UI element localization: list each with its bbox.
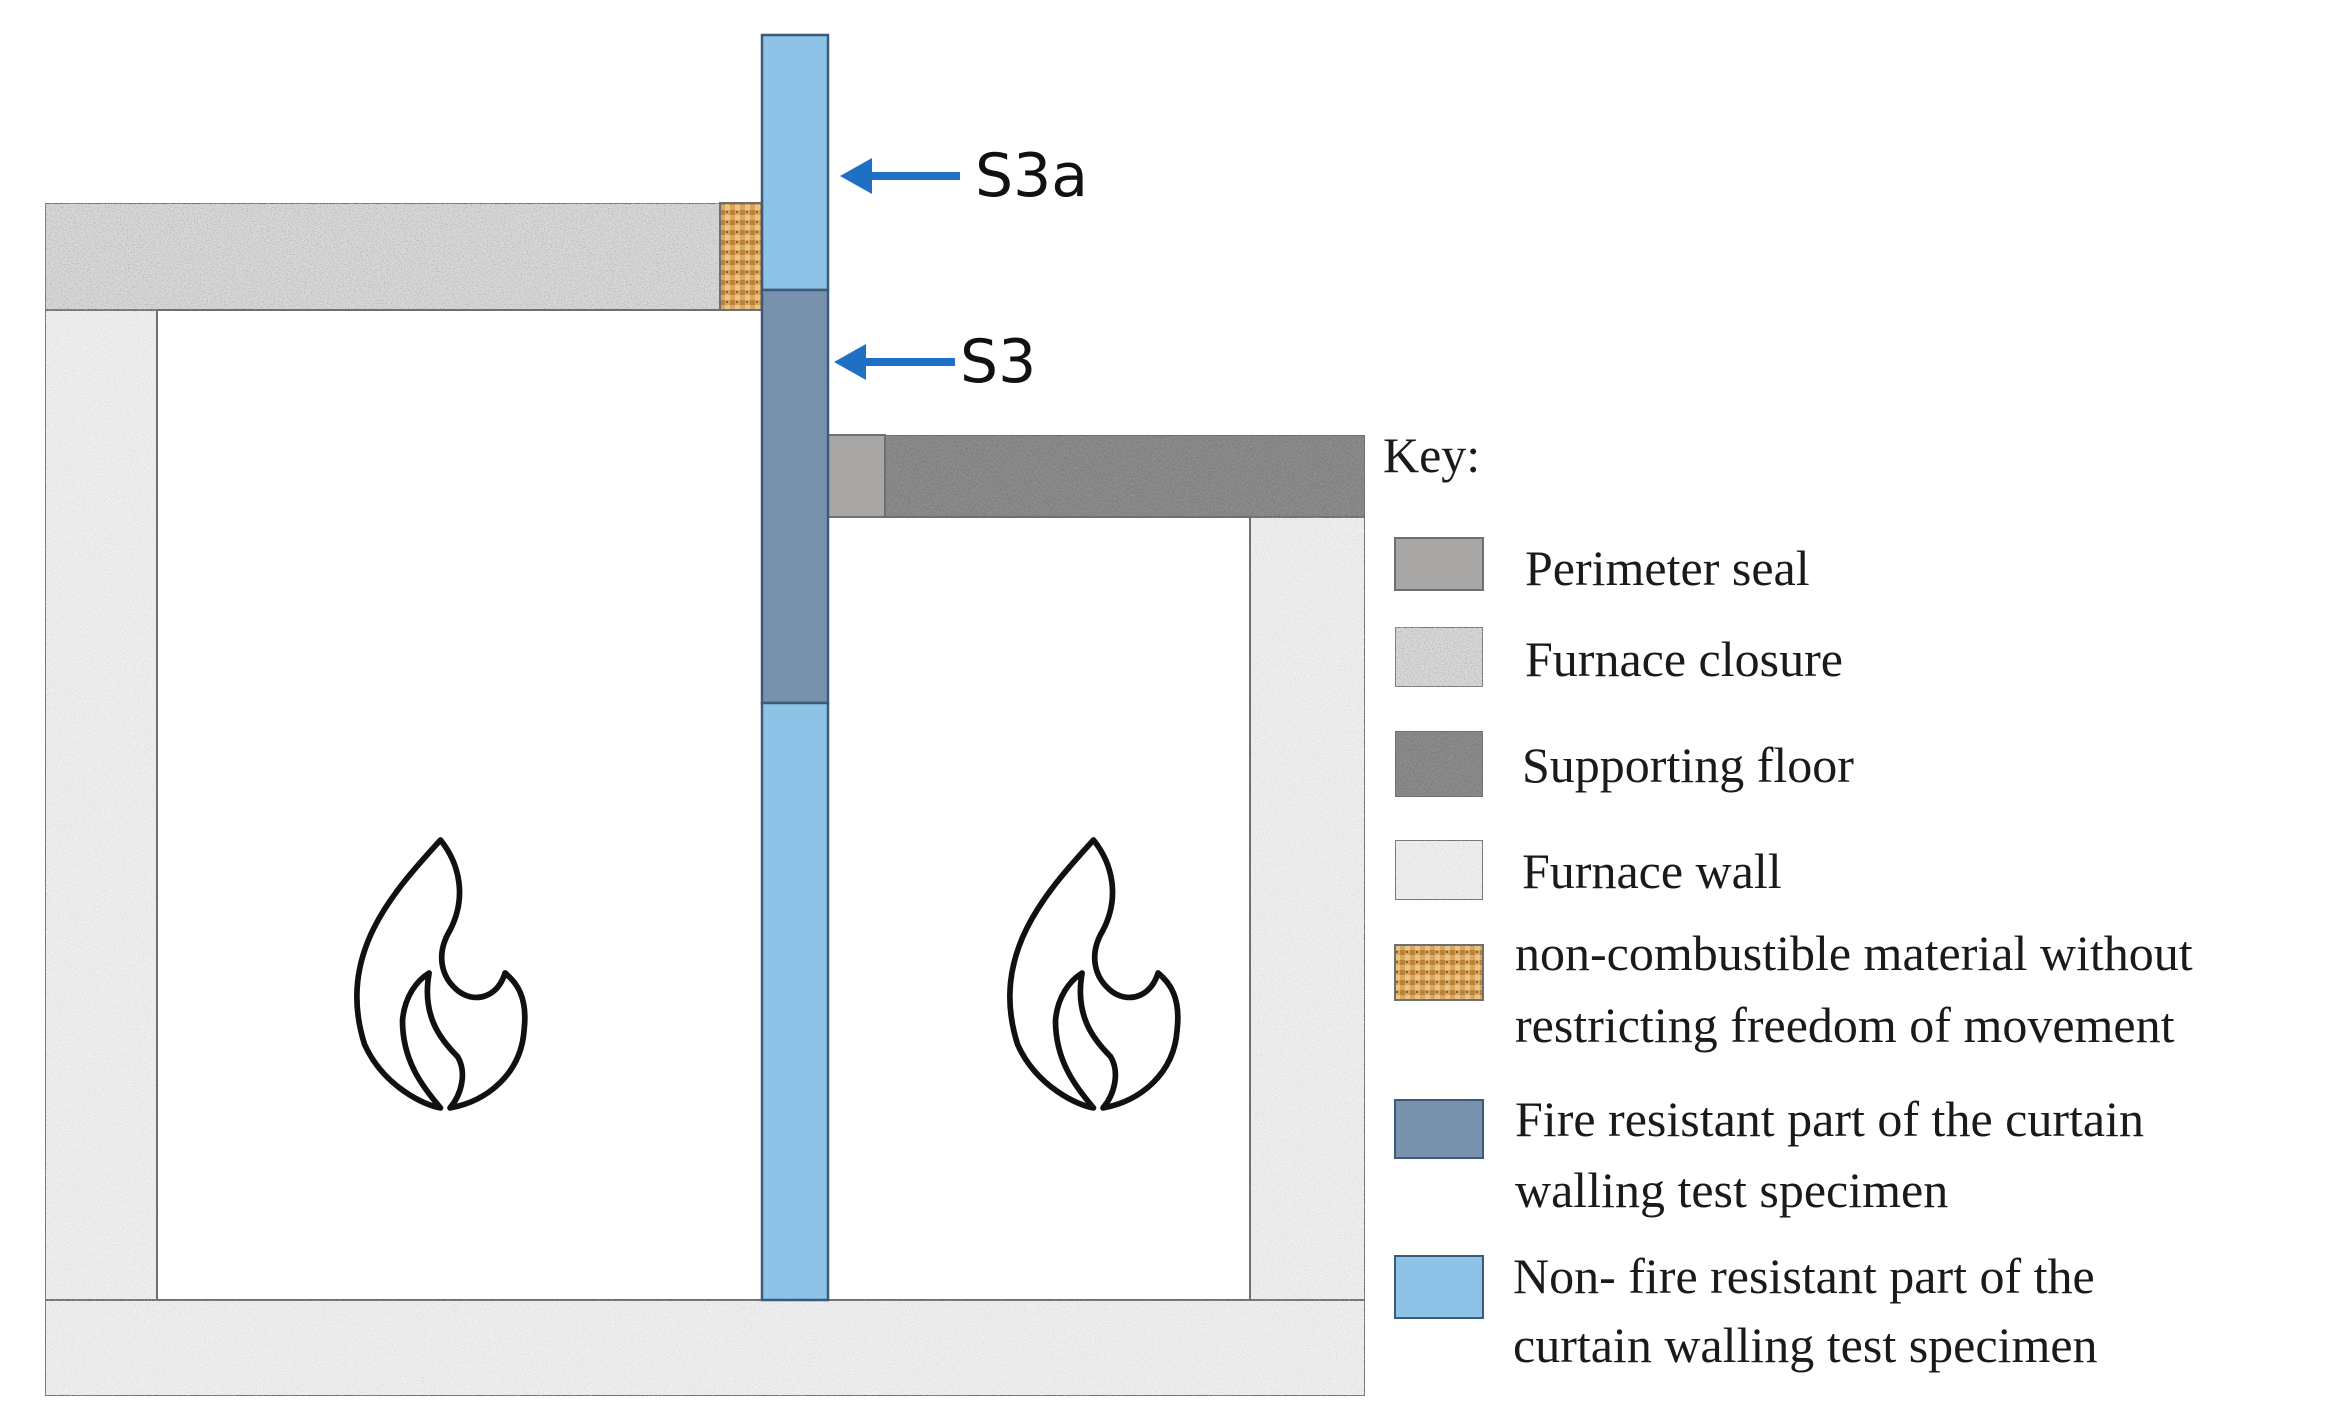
bottom-furnace-wall [44, 1299, 1366, 1397]
fire-resistant-label-line1: Fire resistant part of the curtain [1515, 1091, 2144, 1147]
key-item-fire-resistant-part: Fire resistant part of the curtain walli… [1394, 1091, 2144, 1218]
left-non-combustible-infill [719, 202, 763, 311]
key-item-supporting-floor: Supporting floor [1394, 730, 1854, 798]
key-item-perimeter-seal: Perimeter seal [1394, 537, 1810, 596]
s3-arrow [834, 344, 955, 380]
left-furnace-closure [44, 202, 763, 311]
fire-resistant-label-line2: walling test specimen [1515, 1162, 1948, 1218]
non-fire-resistant-label-line2: curtain walling test specimen [1513, 1317, 2098, 1373]
s3a-arrow [840, 158, 960, 194]
right-furnace-wall [1249, 516, 1366, 1301]
non-combustible-label-line2: restricting freedom of movement [1515, 997, 2175, 1053]
supporting-floor-swatch [1394, 730, 1484, 798]
specimen-upper-non-fire-resistant [760, 33, 830, 292]
furnace-wall-label: Furnace wall [1522, 843, 1782, 899]
perimeter-seal-swatch [1394, 537, 1484, 591]
right-supporting-floor [884, 434, 1366, 518]
key-item-furnace-wall: Furnace wall [1394, 839, 1782, 901]
specimen-fire-resistant-part [760, 288, 830, 705]
non-fire-resistant-label-line1: Non- fire resistant part of the [1513, 1248, 2095, 1304]
furnace-closure-swatch [1394, 626, 1484, 688]
key-item-non-fire-resistant-part: Non- fire resistant part of the curtain … [1394, 1248, 2098, 1373]
key-item-furnace-closure: Furnace closure [1394, 626, 1843, 688]
perimeter-seal-label: Perimeter seal [1525, 540, 1810, 596]
non-combustible-label-line1: non-combustible material without [1515, 925, 2193, 981]
key-item-non-combustible-material: non-combustible material without restric… [1394, 925, 2193, 1053]
right-perimeter-seal [827, 434, 886, 518]
specimen-lower-non-fire-resistant [760, 701, 830, 1302]
non-fire-resistant-swatch [1394, 1255, 1484, 1319]
supporting-floor-label: Supporting floor [1522, 737, 1854, 793]
s3a-label: S3a [975, 141, 1088, 211]
s3-label: S3 [960, 327, 1036, 397]
key-title: Key: [1383, 427, 1480, 483]
left-furnace-wall [44, 309, 158, 1301]
left-furnace-chamber [156, 309, 763, 1301]
fire-resistant-swatch [1394, 1099, 1484, 1159]
non-combustible-swatch [1394, 944, 1484, 1001]
furnace-wall-swatch [1394, 839, 1484, 901]
furnace-closure-label: Furnace closure [1525, 631, 1843, 687]
